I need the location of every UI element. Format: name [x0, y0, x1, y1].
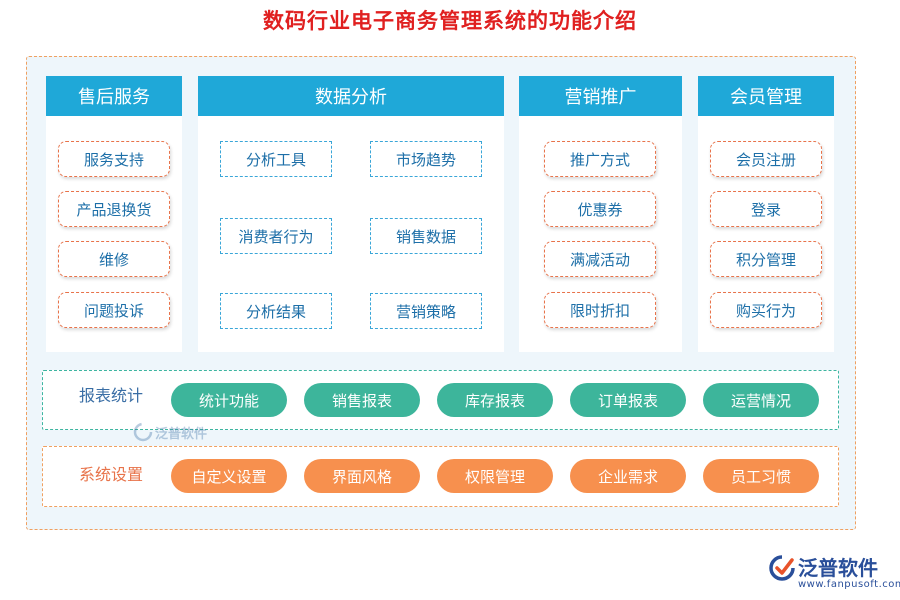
- logo-name: 泛普软件: [798, 556, 878, 580]
- company-logo: 泛普软件 www.fanpusoft.com: [768, 552, 900, 596]
- watermark-text: 泛普软件: [155, 426, 208, 442]
- panel-membership: 会员管理 会员注册 登录 积分管理 购买行为: [698, 76, 834, 352]
- logo-url: www.fanpusoft.com: [798, 579, 900, 590]
- pill-order-report: 订单报表: [570, 383, 686, 417]
- report-stats-label: 报表统计: [79, 386, 144, 405]
- node-member-registration: 会员注册: [710, 141, 822, 177]
- pill-ui-style: 界面风格: [304, 459, 420, 493]
- panel-header: 售后服务: [46, 76, 182, 116]
- node-repair: 维修: [58, 241, 170, 277]
- node-analysis-tools: 分析工具: [220, 141, 332, 177]
- panel-header: 营销推广: [519, 76, 682, 116]
- node-coupons: 优惠券: [544, 191, 656, 227]
- node-complaint: 问题投诉: [58, 292, 170, 328]
- node-analysis-results: 分析结果: [220, 293, 332, 329]
- node-market-trend: 市场趋势: [370, 141, 482, 177]
- node-purchase-behavior: 购买行为: [710, 292, 822, 328]
- system-settings-row: 系统设置 自定义设置 界面风格 权限管理 企业需求 员工习惯: [42, 446, 839, 507]
- pill-enterprise-needs: 企业需求: [570, 459, 686, 493]
- node-product-return: 产品退换货: [58, 191, 170, 227]
- watermark-logo-icon: [133, 422, 153, 442]
- panel-data-analysis: 数据分析 分析工具 市场趋势 消费者行为 销售数据 分析结果 营销策略: [198, 76, 504, 352]
- node-points-management: 积分管理: [710, 241, 822, 277]
- pill-inventory-report: 库存报表: [437, 383, 553, 417]
- pill-custom-settings: 自定义设置: [171, 459, 287, 493]
- panel-marketing: 营销推广 推广方式 优惠券 满减活动 限时折扣: [519, 76, 682, 352]
- watermark: 泛普软件: [133, 422, 207, 442]
- report-stats-row: 报表统计 统计功能 销售报表 库存报表 订单报表 运营情况: [42, 370, 839, 430]
- node-discount-event: 满减活动: [544, 241, 656, 277]
- panel-header: 数据分析: [198, 76, 504, 116]
- pill-permission-management: 权限管理: [437, 459, 553, 493]
- node-consumer-behavior: 消费者行为: [220, 218, 332, 254]
- node-sales-data: 销售数据: [370, 218, 482, 254]
- node-promotion-methods: 推广方式: [544, 141, 656, 177]
- system-settings-label: 系统设置: [79, 465, 144, 484]
- pill-sales-report: 销售报表: [304, 383, 420, 417]
- panel-after-sales: 售后服务 服务支持 产品退换货 维修 问题投诉: [46, 76, 182, 352]
- pill-employee-habits: 员工习惯: [703, 459, 819, 493]
- node-flash-sale: 限时折扣: [544, 292, 656, 328]
- logo-mark-icon: [769, 555, 795, 581]
- pill-statistics: 统计功能: [171, 383, 287, 417]
- node-login: 登录: [710, 191, 822, 227]
- pill-operations: 运营情况: [703, 383, 819, 417]
- node-service-support: 服务支持: [58, 141, 170, 177]
- panel-header: 会员管理: [698, 76, 834, 116]
- page-title: 数码行业电子商务管理系统的功能介绍: [263, 8, 637, 33]
- node-marketing-strategy: 营销策略: [370, 293, 482, 329]
